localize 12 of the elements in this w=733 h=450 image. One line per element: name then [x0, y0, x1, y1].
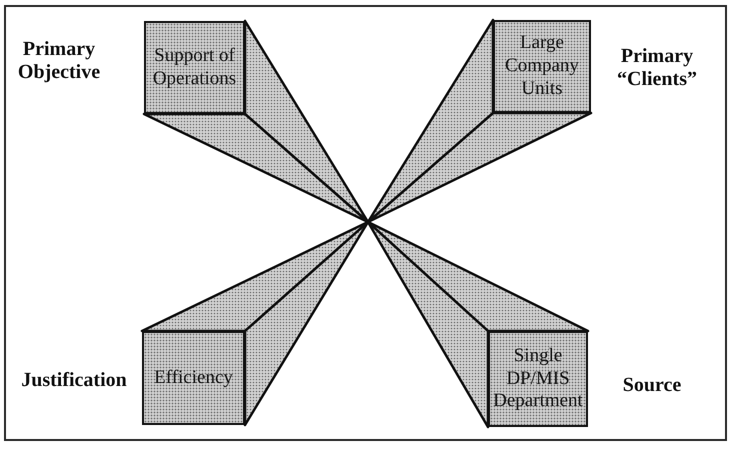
category-heading: Primary “Clients” — [616, 45, 698, 91]
node-label: Large Company Units — [504, 32, 580, 101]
node-label: Single DP/MIS Department — [492, 344, 584, 414]
node-label: Support of Operations — [152, 44, 238, 90]
category-heading: Justification — [21, 369, 127, 392]
node-label: Efficiency — [154, 366, 233, 390]
prism-front-face — [488, 331, 588, 427]
prism-front-face — [142, 331, 245, 425]
category-heading: Source — [622, 374, 682, 397]
prism-front-face — [144, 21, 245, 114]
prism-front-face — [493, 20, 591, 113]
category-heading: Primary Objective — [16, 38, 102, 84]
